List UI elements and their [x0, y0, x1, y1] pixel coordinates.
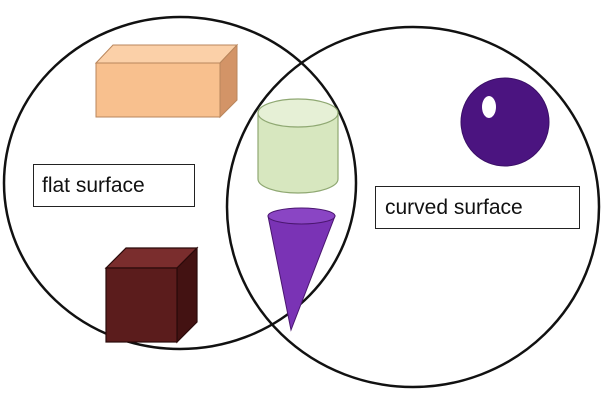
cone-icon: [267, 207, 336, 332]
cylinder-icon: [257, 98, 339, 194]
cube-icon: [104, 246, 199, 344]
curved-surface-label: curved surface: [375, 186, 580, 229]
flat-surface-label: flat surface: [33, 164, 195, 207]
flat-surface-circle: [2, 15, 358, 351]
sphere-icon: [460, 77, 550, 167]
rectangular-prism-icon: [94, 43, 239, 119]
curved-surface-circle: [225, 25, 601, 389]
